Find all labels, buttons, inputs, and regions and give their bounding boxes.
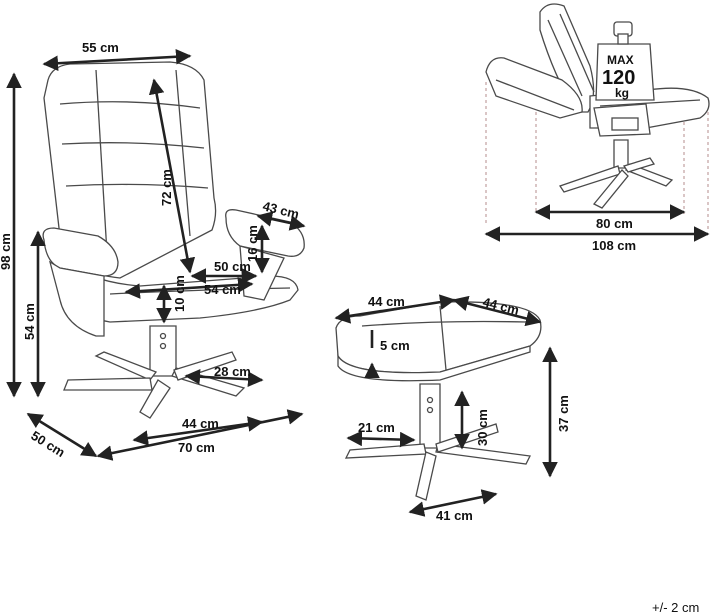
label-max-value: 120 <box>602 67 635 89</box>
label-ottoman-top-width: 44 cm <box>368 294 405 309</box>
label-ottoman-leg: 21 cm <box>358 420 395 435</box>
label-recline-total-span: 108 cm <box>592 238 636 253</box>
label-ottoman-height: 37 cm <box>556 395 571 432</box>
recline-drawing: MAX 120 kg <box>485 3 710 230</box>
label-chair-seat-width-inner: 50 cm <box>214 259 251 274</box>
label-chair-base-leg: 28 cm <box>214 364 251 379</box>
label-max: MAX <box>607 53 634 67</box>
label-chair-arm-height: 16 cm <box>245 225 260 262</box>
chair-labels: 55 cm 72 cm 43 cm 16 cm 50 cm 54 cm 10 c… <box>0 40 301 460</box>
weight-icon <box>595 43 655 101</box>
label-chair-total-height: 98 cm <box>0 233 13 270</box>
label-chair-width-top: 55 cm <box>82 40 119 55</box>
label-recline-base-span: 80 cm <box>596 216 633 231</box>
label-chair-total-width: 70 cm <box>178 440 215 455</box>
label-chair-seat-width: 54 cm <box>204 282 241 297</box>
label-ottoman-base: 41 cm <box>436 508 473 523</box>
label-chair-seat-height: 54 cm <box>22 303 37 340</box>
ottoman-dimensions: 44 cm 44 cm 5 cm 37 cm 21 cm 30 cm 41 cm <box>334 294 571 523</box>
chair-dimensions <box>6 48 306 461</box>
label-chair-back-height: 72 cm <box>159 169 174 206</box>
ottoman-drawing <box>335 301 542 501</box>
label-max-unit: kg <box>615 86 629 100</box>
label-tolerance: +/- 2 cm <box>652 600 699 615</box>
label-chair-seat-cushion: 10 cm <box>172 275 187 312</box>
label-chair-base-width: 44 cm <box>182 416 219 431</box>
label-ottoman-cushion: 5 cm <box>380 338 410 353</box>
chair-drawing <box>42 61 305 419</box>
label-chair-depth: 50 cm <box>28 428 67 460</box>
label-ottoman-column: 30 cm <box>475 409 490 446</box>
recline-dimensions: 80 cm 108 cm <box>484 204 710 253</box>
